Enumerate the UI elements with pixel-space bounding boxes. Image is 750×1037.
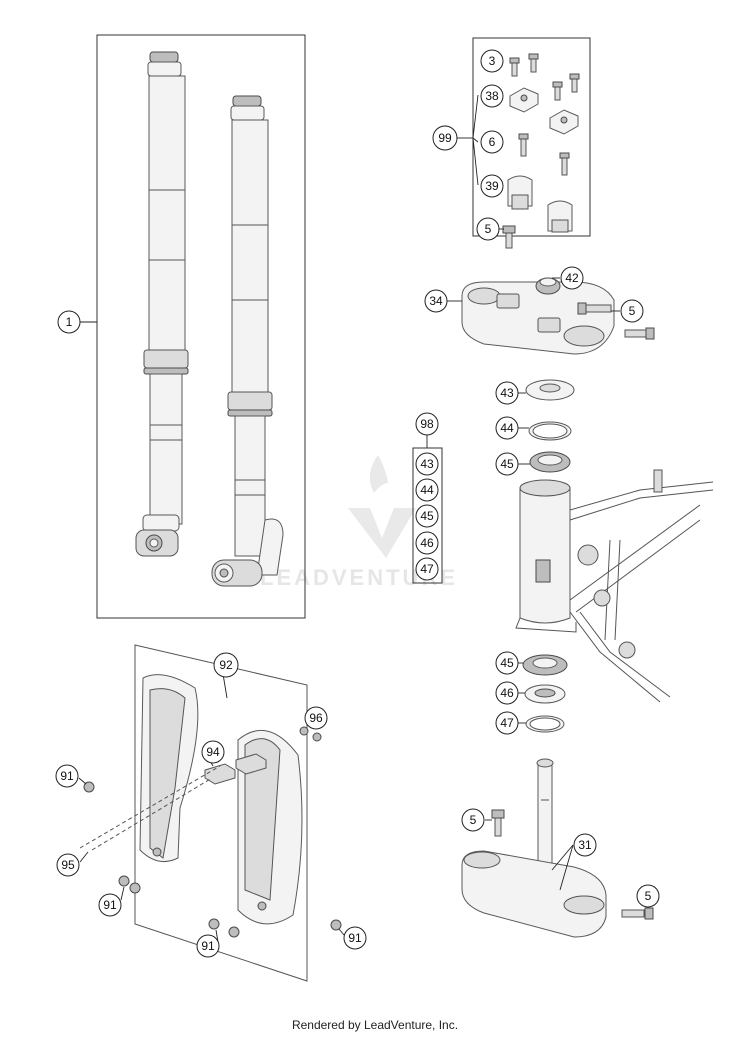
callout-3[interactable]: 3 xyxy=(480,49,504,73)
callout-91-bottom-left[interactable]: 91 xyxy=(98,893,122,917)
svg-text:47: 47 xyxy=(500,716,514,730)
svg-text:47: 47 xyxy=(420,562,434,576)
callout-47-kit[interactable]: 47 xyxy=(415,557,439,581)
callout-42[interactable]: 42 xyxy=(560,266,584,290)
svg-text:5: 5 xyxy=(629,304,636,318)
callout-96[interactable]: 96 xyxy=(304,706,328,730)
upper-bearing-group: 43 44 45 xyxy=(495,379,575,476)
callout-1[interactable]: 1 xyxy=(57,310,81,334)
bearing-kit-98-box xyxy=(412,447,443,584)
callout-34[interactable]: 34 xyxy=(424,289,448,313)
callout-31[interactable]: 31 xyxy=(573,833,597,857)
svg-text:43: 43 xyxy=(500,386,514,400)
callout-43-upper[interactable]: 43 xyxy=(495,381,519,405)
fork-guard-group: 92 96 94 91 95 91 91 91 xyxy=(55,644,367,982)
svg-text:45: 45 xyxy=(420,509,434,523)
callout-47-lower[interactable]: 47 xyxy=(495,711,519,735)
callout-94[interactable]: 94 xyxy=(201,740,225,764)
callout-45-lower[interactable]: 45 xyxy=(495,651,519,675)
callout-45-upper[interactable]: 45 xyxy=(495,452,519,476)
callout-39[interactable]: 39 xyxy=(480,174,504,198)
lower-triple-clamp-group: 5 31 5 xyxy=(461,758,660,938)
callout-92[interactable]: 92 xyxy=(213,652,239,678)
svg-text:39: 39 xyxy=(485,179,499,193)
svg-text:99: 99 xyxy=(438,131,452,145)
callout-5-upper-clamp-pinch[interactable]: 5 xyxy=(476,217,500,241)
callout-98[interactable]: 98 xyxy=(415,412,439,436)
upper-triple-clamp-group: 5 42 34 5 xyxy=(424,217,655,355)
svg-text:43: 43 xyxy=(420,457,434,471)
callout-91-bottom-center[interactable]: 91 xyxy=(196,934,220,958)
svg-text:46: 46 xyxy=(500,686,514,700)
svg-text:34: 34 xyxy=(429,294,443,308)
svg-text:95: 95 xyxy=(61,858,75,872)
svg-text:38: 38 xyxy=(485,89,499,103)
svg-text:45: 45 xyxy=(500,656,514,670)
svg-text:94: 94 xyxy=(206,745,220,759)
svg-text:44: 44 xyxy=(420,483,434,497)
callout-43-kit[interactable]: 43 xyxy=(415,452,439,476)
svg-text:6: 6 xyxy=(489,135,496,149)
callout-91-bottom-right[interactable]: 91 xyxy=(343,926,367,950)
callout-91-left[interactable]: 91 xyxy=(55,764,79,788)
svg-text:96: 96 xyxy=(309,711,323,725)
callout-5-upper-clamp-side[interactable]: 5 xyxy=(620,299,644,323)
fork-assembly-box xyxy=(96,34,306,619)
frame-head-tube xyxy=(515,469,714,703)
callout-95[interactable]: 95 xyxy=(56,853,80,877)
clamp-kit-group: 99 3 38 6 39 xyxy=(432,37,591,237)
bearing-kit-98-group: 98 43 44 45 46 47 xyxy=(412,412,443,584)
svg-text:44: 44 xyxy=(500,421,514,435)
svg-text:5: 5 xyxy=(485,222,492,236)
svg-text:91: 91 xyxy=(103,898,117,912)
svg-text:5: 5 xyxy=(470,813,477,827)
svg-text:31: 31 xyxy=(578,838,592,852)
svg-text:98: 98 xyxy=(420,417,434,431)
fork-guard-outline xyxy=(134,644,308,982)
callout-44-kit[interactable]: 44 xyxy=(415,478,439,502)
svg-text:45: 45 xyxy=(500,457,514,471)
callout-5-lower-clamp-side[interactable]: 5 xyxy=(636,884,660,908)
svg-text:91: 91 xyxy=(60,769,74,783)
svg-text:91: 91 xyxy=(348,931,362,945)
callout-6[interactable]: 6 xyxy=(480,130,504,154)
callout-46-lower[interactable]: 46 xyxy=(495,681,519,705)
fork-leg-left xyxy=(135,51,189,557)
svg-text:91: 91 xyxy=(201,939,215,953)
svg-text:46: 46 xyxy=(420,536,434,550)
callout-5-lower-clamp-pinch[interactable]: 5 xyxy=(461,808,485,832)
callout-45-kit[interactable]: 45 xyxy=(415,504,439,528)
lower-bearing-group: 45 46 47 xyxy=(495,651,568,735)
fork-assembly-group: 1 xyxy=(57,34,306,619)
clamp-39-icons xyxy=(507,175,573,233)
footer-credit: Rendered by LeadVenture, Inc. xyxy=(291,1018,459,1032)
svg-text:1: 1 xyxy=(66,315,73,329)
callout-44-upper[interactable]: 44 xyxy=(495,416,519,440)
fork-leg-right xyxy=(211,95,284,587)
callout-46-kit[interactable]: 46 xyxy=(415,531,439,555)
callout-99[interactable]: 99 xyxy=(432,125,458,151)
svg-text:42: 42 xyxy=(565,271,579,285)
clamp-38-icons xyxy=(509,87,579,135)
callout-38[interactable]: 38 xyxy=(480,84,504,108)
svg-text:92: 92 xyxy=(219,658,233,672)
svg-text:5: 5 xyxy=(645,889,652,903)
svg-text:3: 3 xyxy=(489,54,496,68)
bolt-set-icons xyxy=(509,53,580,176)
